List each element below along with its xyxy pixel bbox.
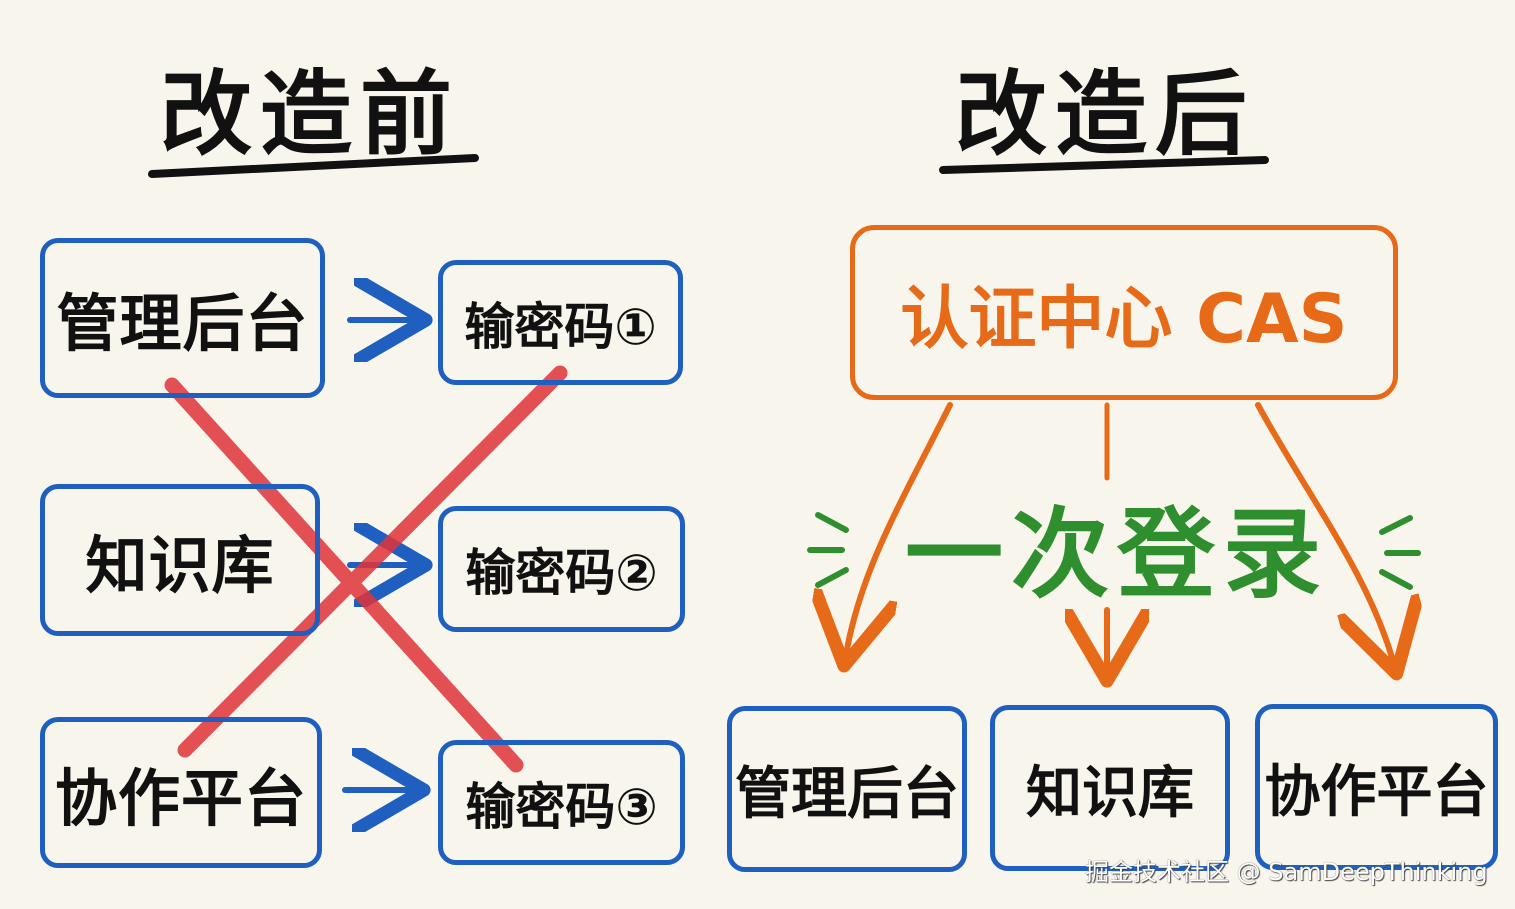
after-system-knowledge: 知识库 <box>990 705 1230 871</box>
arrow-cas-to-admin <box>845 402 953 660</box>
after-title: 改造后 <box>955 61 1256 168</box>
after-title-underline <box>939 156 1269 174</box>
before-system-knowledge: 知识库 <box>40 484 320 636</box>
before-title-underline <box>148 154 479 178</box>
password-step-2: 输密码② <box>438 506 685 632</box>
after-system-admin: 管理后台 <box>727 706 967 872</box>
arrow-cas-to-collab <box>1255 402 1395 668</box>
password-step-3: 输密码③ <box>438 740 685 865</box>
password-step-1: 输密码① <box>438 260 683 385</box>
before-title: 改造前 <box>160 61 461 168</box>
rejection-cross <box>164 365 568 773</box>
watermark-text: 掘金技术社区 @ SamDeepThinking <box>1085 858 1488 886</box>
left-emphasis-marks <box>807 512 849 588</box>
before-system-collaboration: 协作平台 <box>40 717 322 868</box>
cas-center-box: 认证中心 CAS <box>850 225 1398 400</box>
before-system-admin: 管理后台 <box>40 238 325 398</box>
single-login-slogan: 一次登录 <box>905 498 1330 612</box>
after-system-collaboration: 协作平台 <box>1255 704 1498 870</box>
right-emphasis-marks <box>1379 515 1421 590</box>
